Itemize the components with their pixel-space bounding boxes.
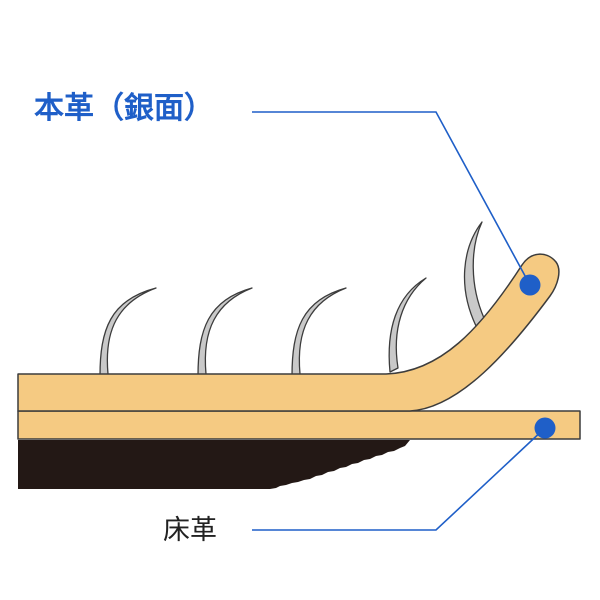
hair-1 <box>99 287 157 377</box>
hairs <box>99 221 485 377</box>
callout-grain-leather <box>252 111 541 296</box>
callout-line-grain <box>252 111 531 286</box>
callout-split-leather <box>252 417 556 531</box>
split-leather-layer <box>17 410 581 440</box>
callout-dot-grain <box>519 274 541 296</box>
hair-2 <box>197 287 253 377</box>
grain-leather-layer <box>17 253 560 412</box>
fiber-layer <box>18 440 410 489</box>
callout-line-split <box>252 427 546 531</box>
grain-leather-label: 本革（銀面） <box>34 91 214 126</box>
split-leather-band <box>17 410 581 440</box>
grain-leather-band <box>17 253 560 412</box>
hair-3 <box>291 287 347 377</box>
callout-dot-split <box>534 417 556 439</box>
hair-5 <box>463 221 485 327</box>
split-leather-label: 床革 <box>163 515 217 546</box>
split-leather-underside-fibers <box>18 440 410 489</box>
hair-4 <box>388 277 427 373</box>
